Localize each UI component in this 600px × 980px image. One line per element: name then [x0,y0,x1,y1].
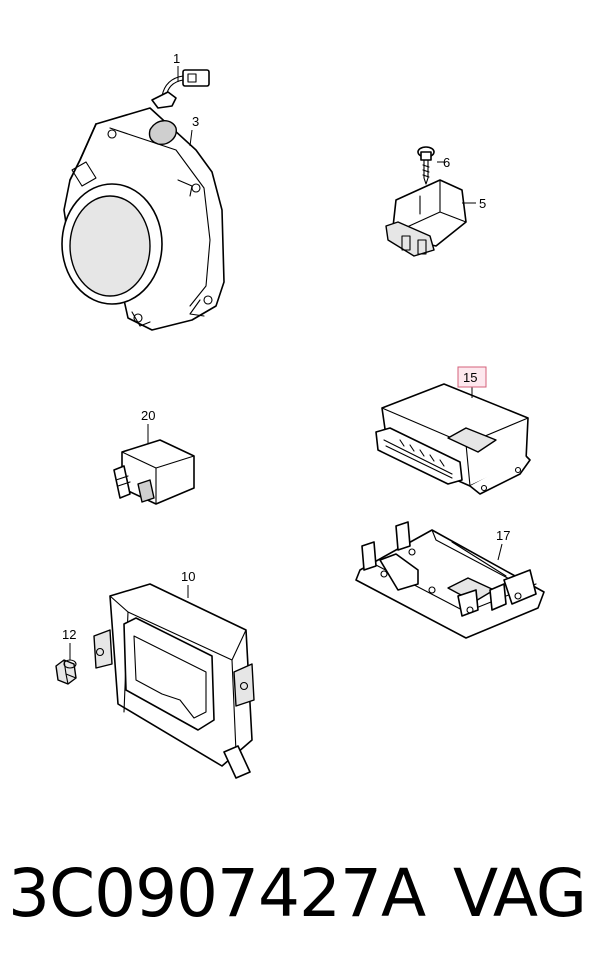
label-6[interactable]: 6 [443,155,450,170]
part-5-bracket [385,179,467,257]
callout-labels: 1 3 6 5 15 17 20 10 12 [62,51,510,642]
part-15-control-unit [375,383,531,495]
label-10[interactable]: 10 [181,569,195,584]
part-17-mounting-plate [355,521,545,639]
brand-name: VAG [452,855,587,932]
label-3[interactable]: 3 [192,114,199,129]
label-1[interactable]: 1 [173,51,180,66]
part-3-speaker [61,107,225,331]
parts-diagram: 1 3 6 5 15 17 20 10 12 [55,51,545,779]
part-number: 3C0907427A [8,855,426,932]
label-20[interactable]: 20 [141,408,155,423]
part-20-relay [113,439,195,505]
part-1-connector [151,69,210,109]
label-12[interactable]: 12 [62,627,76,642]
label-5[interactable]: 5 [479,196,486,211]
part-10-control-unit [93,583,255,779]
footer: 3C0907427A VAG [0,845,600,965]
label-15-highlight [457,366,487,388]
leader-lines [69,66,503,660]
label-15[interactable]: 15 [463,370,477,385]
part-12-bolt [55,659,77,685]
label-17[interactable]: 17 [496,528,510,543]
part-6-screw [417,146,435,185]
